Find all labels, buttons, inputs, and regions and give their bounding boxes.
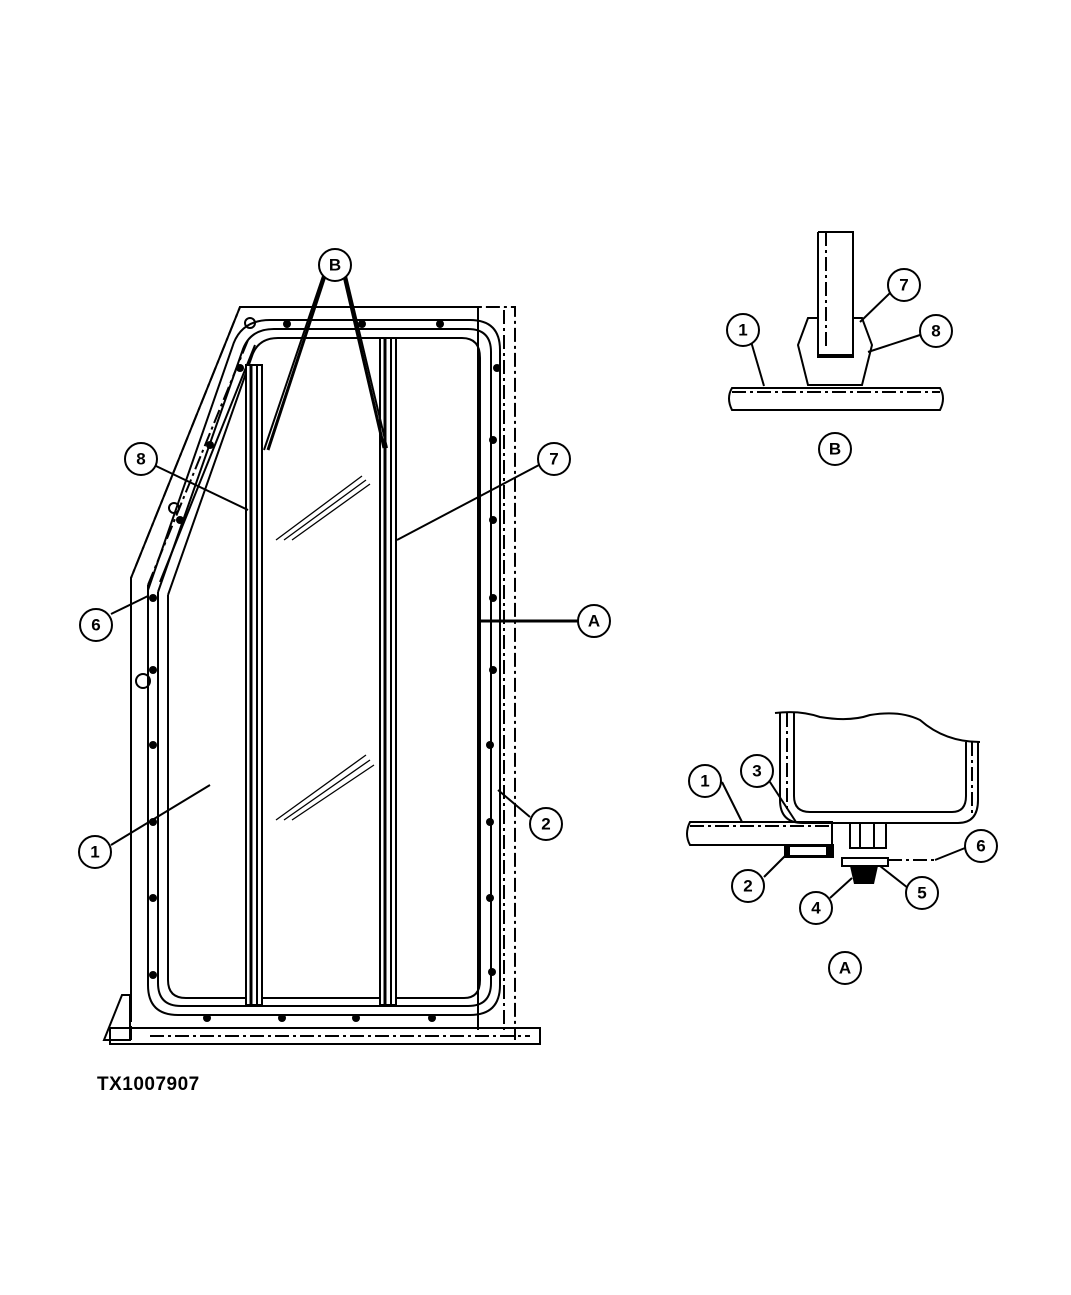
detail-a-callout-2: 2 bbox=[731, 869, 765, 903]
detail-b-callout-7-label: 7 bbox=[899, 276, 908, 295]
latch-knob bbox=[135, 673, 151, 689]
callout-b-main-label: B bbox=[329, 256, 341, 275]
detail-a-callout-3-label: 3 bbox=[752, 762, 761, 781]
detail-a-callout-5-label: 5 bbox=[917, 884, 926, 903]
detail-b-seal bbox=[796, 317, 874, 386]
callout-b-main: B bbox=[318, 248, 352, 282]
glass-seal-outer bbox=[147, 319, 501, 1016]
divider-strip-left bbox=[245, 364, 263, 1006]
door-outer-edge bbox=[130, 306, 479, 579]
callout-8-main-label: 8 bbox=[136, 450, 145, 469]
detail-b-callout-1: 1 bbox=[726, 313, 760, 347]
callout-a-main-label: A bbox=[588, 612, 600, 631]
callout-1-main: 1 bbox=[78, 835, 112, 869]
detail-a-caption-label: A bbox=[839, 959, 851, 978]
door-outer-outline bbox=[130, 306, 516, 1040]
detail-b-callout-8-label: 8 bbox=[931, 322, 940, 341]
side-pin bbox=[168, 502, 180, 514]
detail-a-caption: A bbox=[828, 951, 862, 985]
detail-a-leaders bbox=[721, 778, 966, 899]
leader-lines-main bbox=[110, 275, 578, 846]
detail-a-seal-inner bbox=[790, 847, 826, 855]
hinge-bracket bbox=[102, 994, 131, 1041]
detail-a-callout-1: 1 bbox=[688, 764, 722, 798]
seal-fasteners bbox=[149, 320, 501, 1022]
divider-strip-right bbox=[379, 337, 397, 1006]
door-bottom-rail bbox=[109, 1027, 541, 1045]
detail-b-plate bbox=[728, 387, 944, 411]
callout-2-main-label: 2 bbox=[541, 815, 550, 834]
callout-6-main: 6 bbox=[79, 608, 113, 642]
detail-a-washer bbox=[841, 857, 889, 867]
frame-diagonal-line-2 bbox=[159, 344, 256, 583]
detail-b-leaders bbox=[749, 291, 921, 387]
glass-seal-middle bbox=[157, 328, 492, 1007]
detail-a-callout-3: 3 bbox=[740, 754, 774, 788]
door-assembly: B 8 7 6 A 2 1 bbox=[78, 248, 611, 1045]
detail-b-callout-8: 8 bbox=[919, 314, 953, 348]
detail-b-callout-1-label: 1 bbox=[738, 321, 747, 340]
detail-a-callout-6: 6 bbox=[964, 829, 998, 863]
callout-7-main: 7 bbox=[537, 442, 571, 476]
detail-a-callout-4-label: 4 bbox=[811, 899, 821, 918]
detail-b-callout-7: 7 bbox=[887, 268, 921, 302]
glass-edge-inner bbox=[167, 337, 481, 999]
glass-reflection-lower bbox=[275, 754, 375, 821]
callout-1-main-label: 1 bbox=[90, 843, 99, 862]
callout-2-main: 2 bbox=[529, 807, 563, 841]
detail-a-callout-1-label: 1 bbox=[700, 772, 709, 791]
detail-a-frame-top bbox=[774, 711, 981, 743]
figure-id: TX1007907 bbox=[97, 1074, 200, 1095]
detail-a: 1 3 6 2 5 4 A bbox=[686, 711, 998, 985]
callout-8-main: 8 bbox=[124, 442, 158, 476]
callout-7-main-label: 7 bbox=[549, 450, 558, 469]
detail-a-frame-inner bbox=[793, 713, 967, 813]
detail-b-caption-label: B bbox=[829, 440, 841, 459]
glass-reflection-upper bbox=[275, 475, 371, 541]
top-pin bbox=[244, 317, 256, 329]
detail-a-callout-5: 5 bbox=[905, 876, 939, 910]
detail-a-callout-6-label: 6 bbox=[976, 837, 985, 856]
detail-a-nut bbox=[850, 866, 878, 884]
callout-6-main-label: 6 bbox=[91, 616, 100, 635]
detail-a-callout-4: 4 bbox=[799, 891, 833, 925]
detail-b-glass bbox=[817, 231, 854, 356]
detail-a-bolt bbox=[849, 823, 887, 849]
callout-a-main: A bbox=[577, 604, 611, 638]
detail-b: 1 7 8 B bbox=[726, 231, 953, 466]
detail-a-frame bbox=[779, 713, 979, 824]
detail-a-callout-2-label: 2 bbox=[743, 877, 752, 896]
frame-diagonal-line bbox=[147, 339, 249, 586]
detail-b-caption: B bbox=[818, 432, 852, 466]
